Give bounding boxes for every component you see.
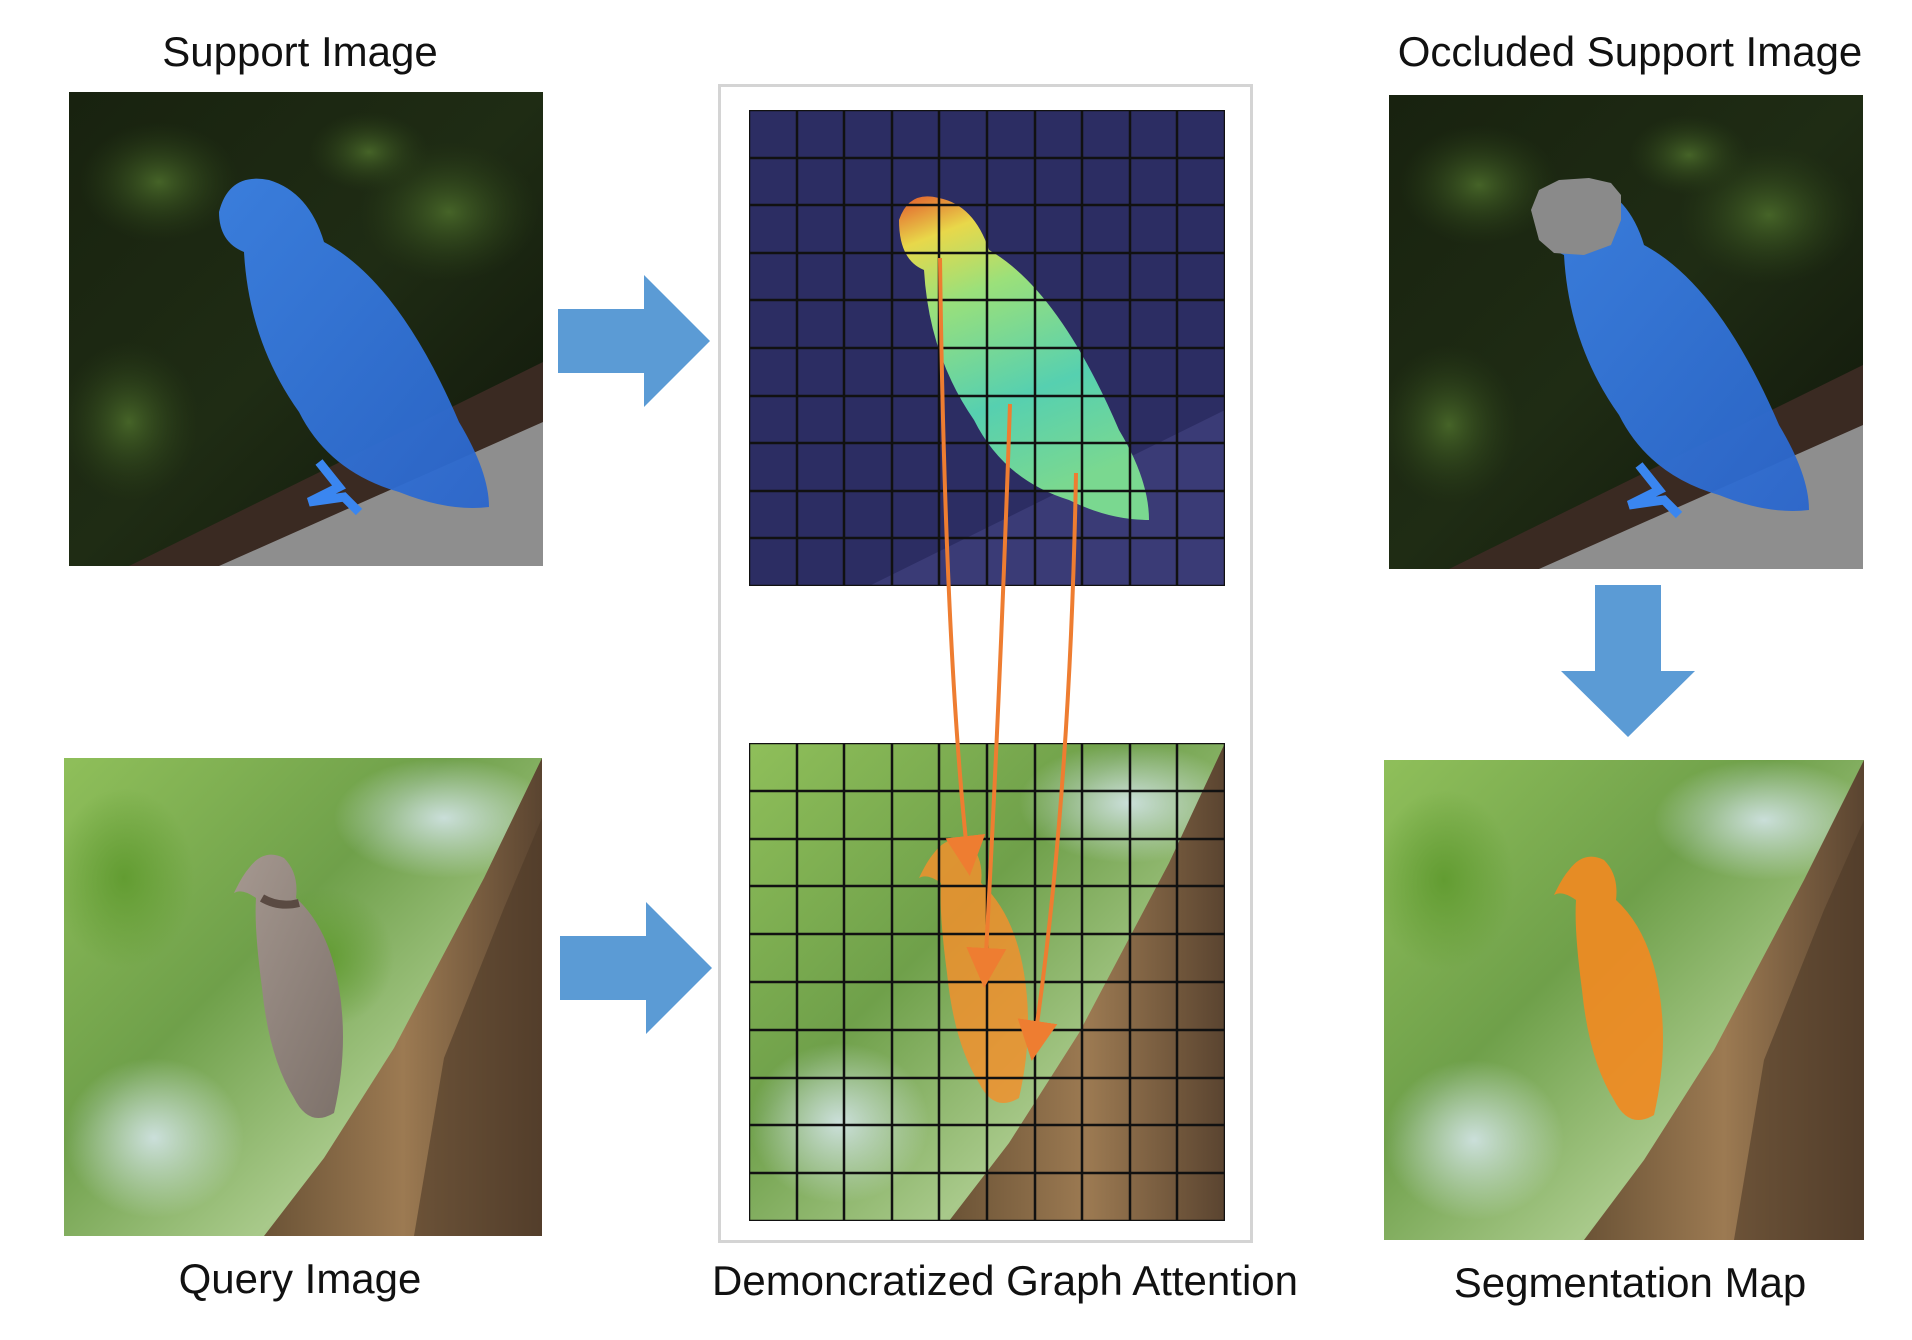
support-image-label: Support Image: [162, 28, 438, 75]
occluded-support-image-label: Occluded Support Image: [1397, 28, 1863, 75]
segmentation-map-label: Segmentation Map: [1453, 1259, 1807, 1306]
right-arrow-icon: [558, 275, 710, 407]
occlusion-patch: [1531, 178, 1621, 255]
query-image: [64, 758, 542, 1236]
support-image: [69, 92, 543, 566]
right-arrow-icon: [560, 902, 712, 1034]
graph-attention-label: Demoncratized Graph Attention: [712, 1257, 1298, 1304]
down-arrow-icon: [1561, 585, 1695, 737]
query-image-label: Query Image: [178, 1255, 422, 1302]
occluded-support-image: [1389, 95, 1863, 569]
segmentation-map: [1384, 760, 1864, 1240]
graph-attention-frame: [718, 84, 1253, 1243]
